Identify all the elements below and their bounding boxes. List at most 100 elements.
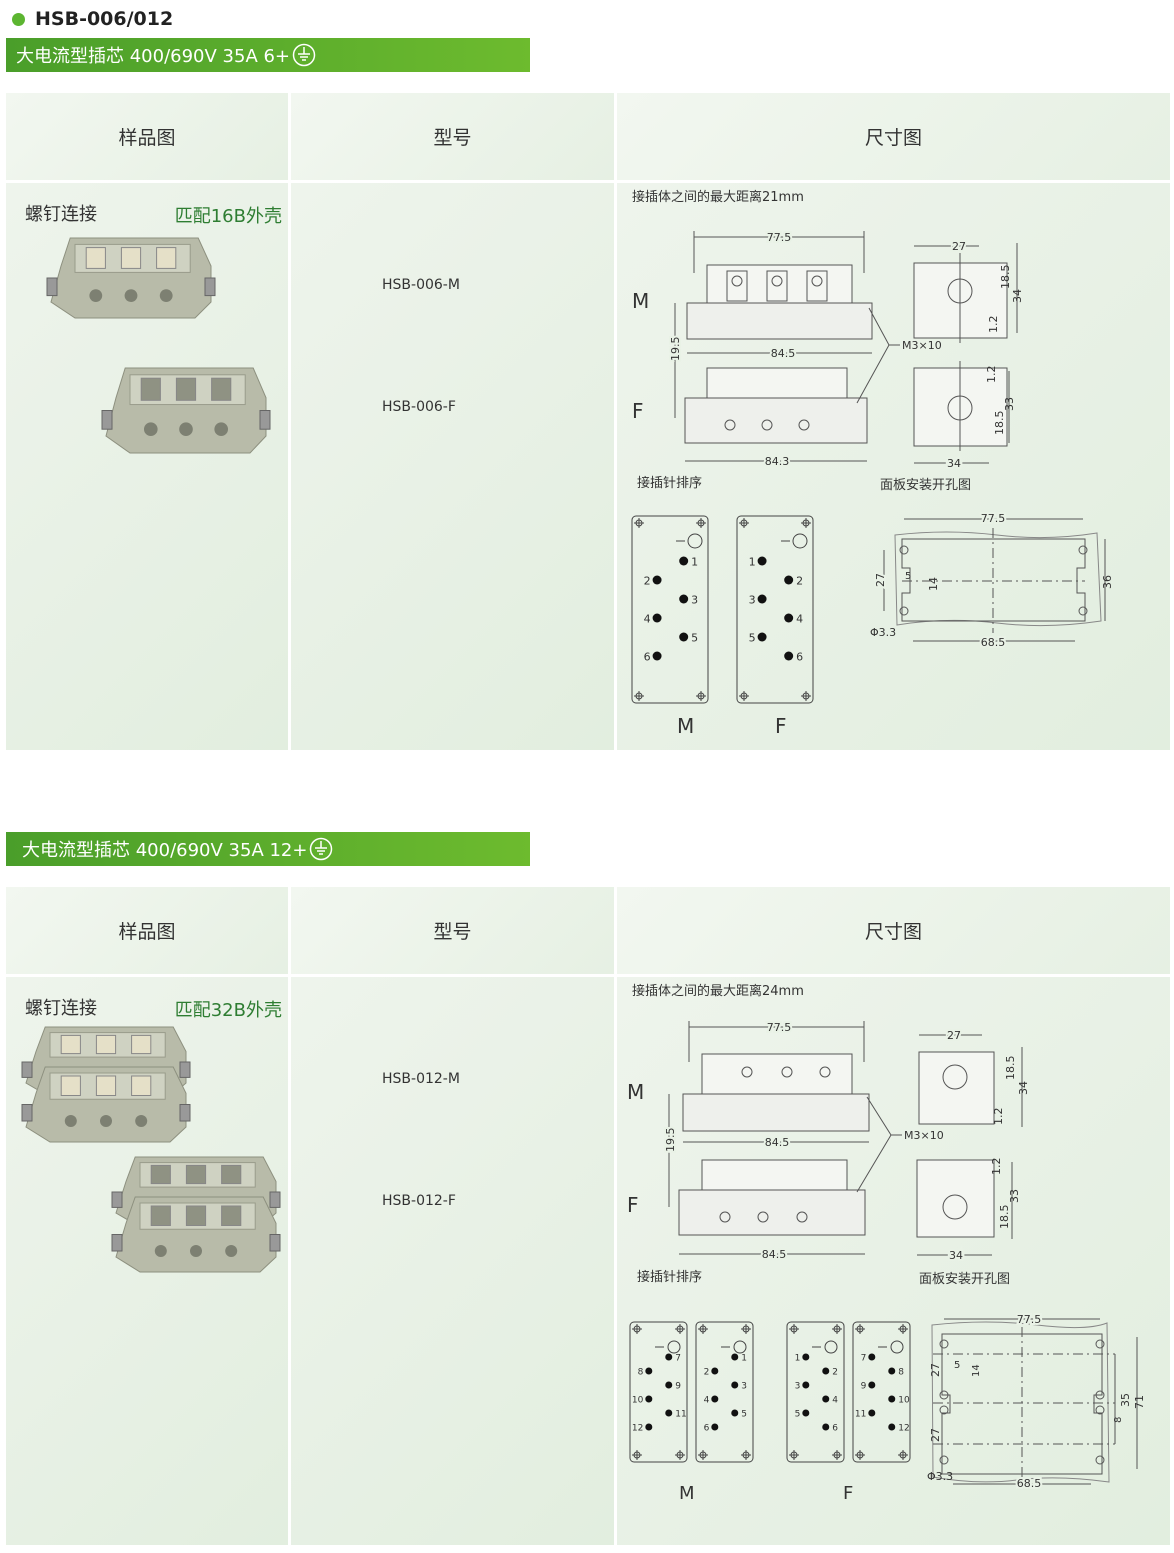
pin-number: 4 <box>704 1396 710 1406</box>
crosshair-icon <box>675 1324 685 1334</box>
flange-screw <box>179 1061 191 1078</box>
earth-pin-icon <box>667 1340 681 1354</box>
dimension-cell: 接插体之间的最大距离24mm M F 77.5 84.5 84.5 19.5 M… <box>617 977 1170 1545</box>
pin-number: 1 <box>795 1354 801 1364</box>
cut-width-inner: 68.5 <box>981 636 1006 649</box>
pin-number: 5 <box>749 632 756 645</box>
pin-dot <box>822 1423 830 1431</box>
crosshair-icon <box>675 1450 685 1460</box>
pin-number: 6 <box>644 651 651 664</box>
product-photo <box>21 1026 281 1273</box>
pin-number: 11 <box>855 1410 866 1420</box>
socket <box>150 1205 171 1226</box>
model-cell: HSB-012-M HSB-012-F <box>291 977 614 1545</box>
dim-fend-h2: 33 <box>1008 1189 1021 1203</box>
screw-hole <box>214 422 228 436</box>
cut-height-gap: 8 <box>1113 1417 1124 1423</box>
screw-hole <box>225 1245 238 1257</box>
model-f: HSB-006-F <box>382 399 456 415</box>
socket <box>221 1164 242 1185</box>
crosshair-icon <box>698 1450 708 1460</box>
pin-dot <box>731 1381 739 1389</box>
dim-end-width: 27 <box>947 1029 961 1042</box>
dim-height-gap: 19.5 <box>669 337 682 362</box>
pin-dot <box>784 575 794 585</box>
dim-fend-width: 34 <box>947 457 961 470</box>
pin-number: 6 <box>832 1424 838 1434</box>
screw-spec: M3×10 <box>904 1129 944 1142</box>
dim-fend-h3: 18.5 <box>993 411 1006 436</box>
pin-number: 2 <box>832 1368 838 1378</box>
dim-end-h1: 18.5 <box>1004 1056 1017 1081</box>
flange-screw <box>21 1061 33 1078</box>
sample-cell: 螺钉连接 匹配32B外壳 <box>6 977 288 1545</box>
crosshair-icon <box>855 1324 865 1334</box>
screw-hole <box>159 289 173 302</box>
pin-number: 12 <box>632 1424 643 1434</box>
crosshair-icon <box>789 1324 799 1334</box>
section-title-bar: 大电流型插芯 400/690V 35A 6+ <box>6 38 530 72</box>
pin-dot <box>679 594 689 604</box>
screw-hole <box>154 1245 167 1257</box>
screw-hole <box>135 1115 148 1127</box>
header-dimensions: 尺寸图 <box>617 887 1170 974</box>
matching-housing: 匹配32B外壳 <box>174 1000 282 1021</box>
flange-screw <box>46 277 58 297</box>
connection-type: 螺钉连接 <box>25 998 97 1019</box>
dim-end-h3: 1.2 <box>992 1108 1005 1126</box>
pin-number: 3 <box>691 594 698 607</box>
pin-dot <box>711 1395 719 1403</box>
pin-label-f: F <box>843 1483 853 1504</box>
female-insert-image <box>111 1196 281 1273</box>
pin <box>85 247 106 269</box>
earth-ground-icon <box>310 837 333 861</box>
bullet-dot-icon <box>12 12 25 26</box>
series-title: HSB-006/012 <box>12 8 173 30</box>
header-dimensions: 尺寸图 <box>617 93 1170 180</box>
pin-dot <box>888 1395 896 1403</box>
crosshair-icon <box>741 1450 751 1460</box>
earth-pin-icon <box>733 1340 747 1354</box>
pin-dot <box>731 1409 739 1417</box>
pin-dot <box>652 651 662 661</box>
crosshair-icon <box>898 1450 908 1460</box>
crosshair-icon <box>832 1324 842 1334</box>
pin-number: 11 <box>675 1410 686 1420</box>
pin-number: 5 <box>795 1410 801 1420</box>
pin-dot <box>888 1423 896 1431</box>
dim-fend-width: 34 <box>949 1249 963 1262</box>
screw-hole <box>179 422 193 436</box>
screw-hole <box>190 1245 202 1257</box>
earth-pin-icon <box>687 533 703 549</box>
cut-h3: 5 <box>954 1360 960 1371</box>
earth-pin-icon <box>792 533 808 549</box>
flange-screw <box>21 1104 33 1122</box>
cut-width: 77.5 <box>1017 1313 1042 1326</box>
pin-dot <box>679 556 689 566</box>
dim-end-h1: 18.5 <box>999 265 1012 290</box>
dimension-cell: 接插体之间的最大距离21mm M F 77.5 84.5 84.3 19.5 M… <box>617 183 1170 750</box>
pin-number: 6 <box>796 651 803 664</box>
flange-screw <box>269 1191 281 1208</box>
pin-panel-outline <box>629 1321 688 1463</box>
crosshair-icon <box>698 1324 708 1334</box>
crosshair-icon <box>801 691 811 701</box>
pin-dot <box>802 1409 810 1417</box>
dim-width-f: 84.3 <box>765 455 790 468</box>
pin <box>60 1034 81 1055</box>
socket <box>185 1164 207 1185</box>
pin-number: 3 <box>795 1382 801 1392</box>
pin <box>95 1034 117 1055</box>
pin <box>120 247 142 269</box>
dims-caption: 接插体之间的最大距离21mm <box>632 189 804 205</box>
pin-number: 4 <box>644 613 651 626</box>
product-table: 样品图 型号 尺寸图 螺钉连接 匹配32B外壳 HSB-012-M HSB-01… <box>6 887 1170 1545</box>
crosshair-icon <box>696 518 706 528</box>
f-label: F <box>627 1193 639 1217</box>
pin-dot <box>757 632 767 642</box>
pin-dot <box>784 651 794 661</box>
